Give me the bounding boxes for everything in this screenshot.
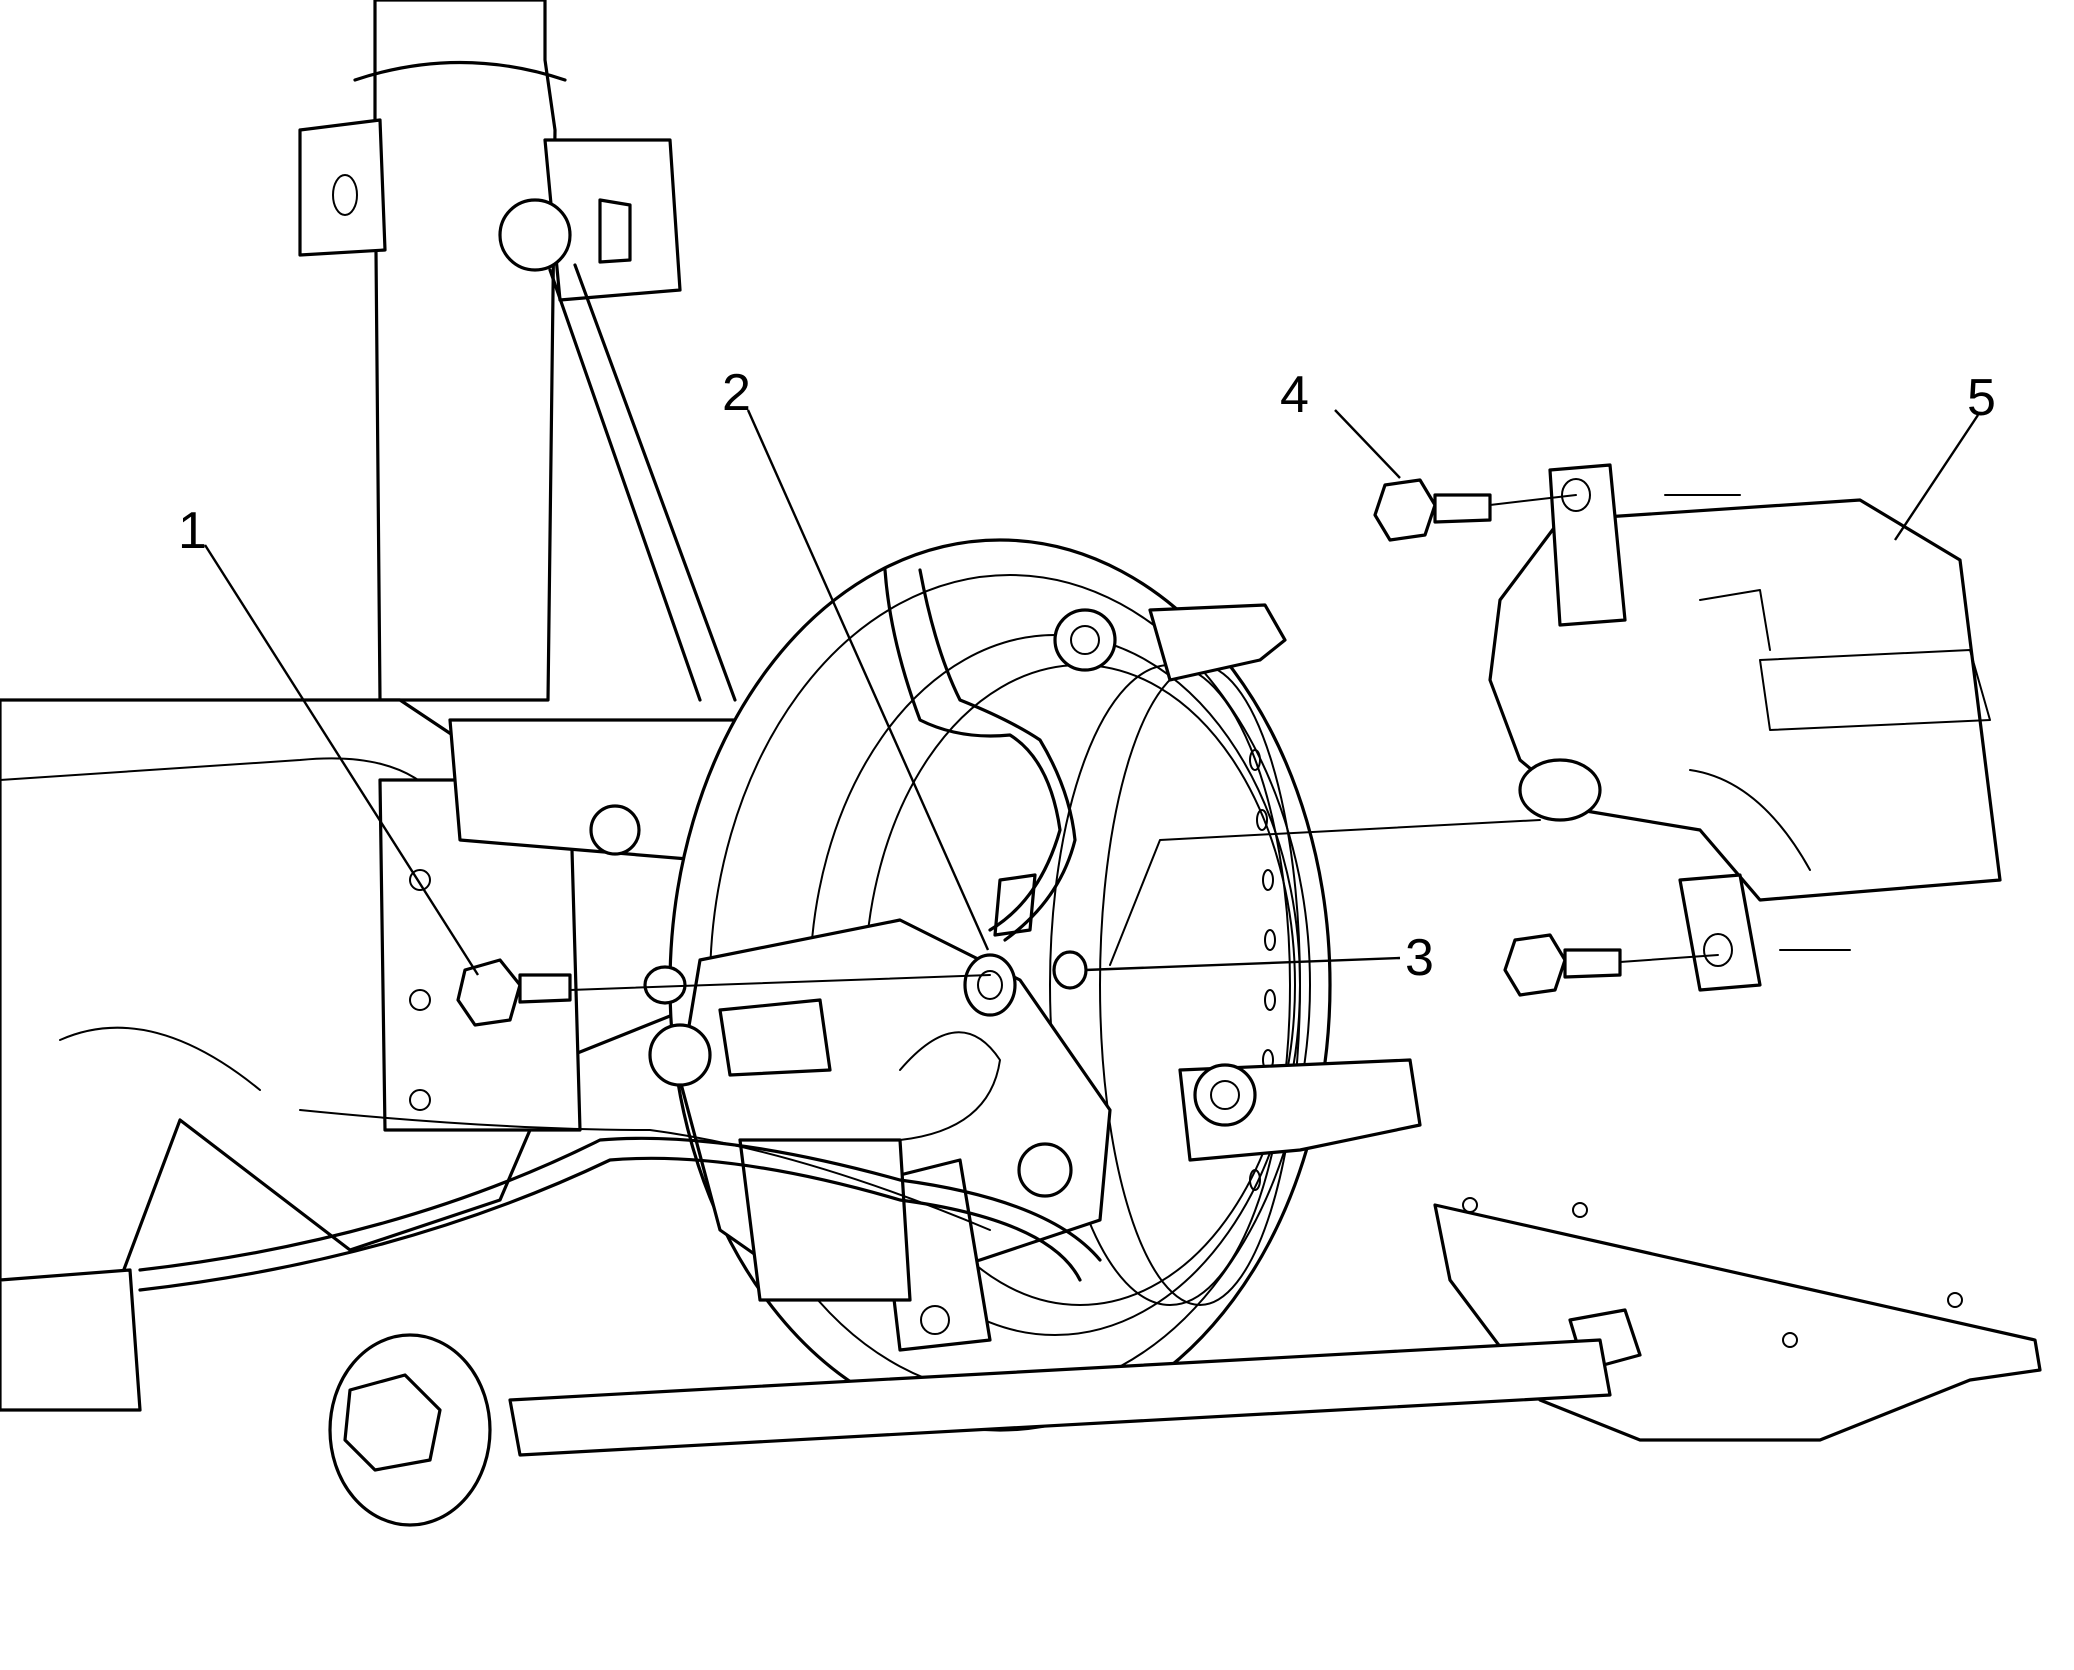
alignment-lines xyxy=(569,494,1719,991)
bolt-4-upper xyxy=(1373,478,1492,542)
callout-1: 1 xyxy=(178,502,207,560)
bolt-4-lower xyxy=(1503,933,1622,997)
knuckle-hub xyxy=(648,918,1112,1352)
callout-labels: 1 2 3 4 5 xyxy=(178,364,1996,987)
caliper-bracket xyxy=(993,603,1422,1162)
lower-control-link xyxy=(328,1197,2042,1527)
callout-4: 4 xyxy=(1280,366,1309,424)
callout-3: 3 xyxy=(1405,929,1434,987)
brake-hose xyxy=(883,568,1077,942)
wiring-harness xyxy=(138,1109,1102,1292)
callout-5: 5 xyxy=(1967,369,1996,427)
strut-assembly xyxy=(298,0,737,702)
bolt-1 xyxy=(456,958,687,1027)
leader-lines xyxy=(203,409,1979,976)
washer-2 xyxy=(963,953,1017,1017)
brake-caliper xyxy=(1488,463,2002,992)
callout-2: 2 xyxy=(722,364,751,422)
washer-3 xyxy=(1052,950,1088,990)
